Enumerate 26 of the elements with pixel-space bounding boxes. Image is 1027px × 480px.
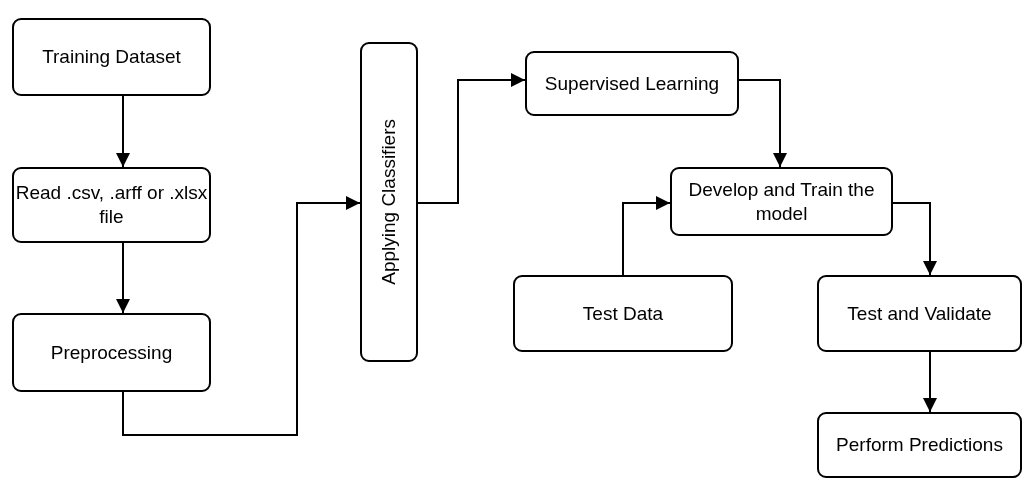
arrow [122,196,361,436]
process-box [12,18,211,96]
process-box [12,313,211,392]
arrow [923,351,937,413]
box-label: Develop and Train the model [687,177,876,226]
box-label: Supervised Learning [544,71,720,96]
process-box [360,42,418,362]
box-label: Test Data [582,301,664,326]
box-label: Applying Classifiers [377,119,401,285]
process-box [817,412,1022,478]
box-label: Test and Validate [847,301,992,326]
process-box [525,51,739,116]
arrow [738,79,787,168]
arrow [892,202,937,276]
arrow [622,196,671,276]
process-box [12,167,211,243]
arrow [417,73,526,204]
process-box [817,275,1022,352]
arrow [116,242,130,314]
box-label: Read .csv, .arff or .xlsx file [14,181,209,229]
process-box [513,275,733,352]
arrow [116,95,130,168]
box-label: Preprocessing [50,340,173,365]
box-label: Training Dataset [42,45,181,69]
box-label: Perform Predictions [836,433,1003,457]
process-box [670,167,893,236]
